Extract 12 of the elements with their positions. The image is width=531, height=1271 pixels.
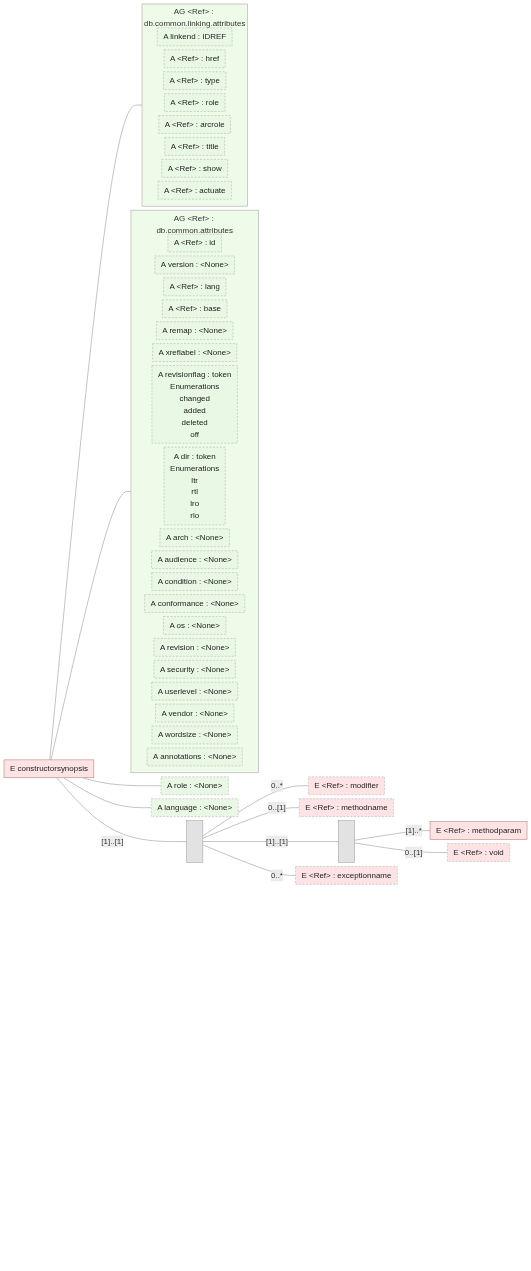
connector [202,844,296,876]
connector [63,777,152,808]
connector [354,830,431,841]
connector [49,104,143,761]
connector [202,785,309,837]
connector [202,841,339,842]
connector [50,491,132,761]
node-box [186,820,204,863]
node-box [338,820,355,863]
connector [202,807,300,839]
connector [354,842,448,853]
connector [56,777,187,842]
